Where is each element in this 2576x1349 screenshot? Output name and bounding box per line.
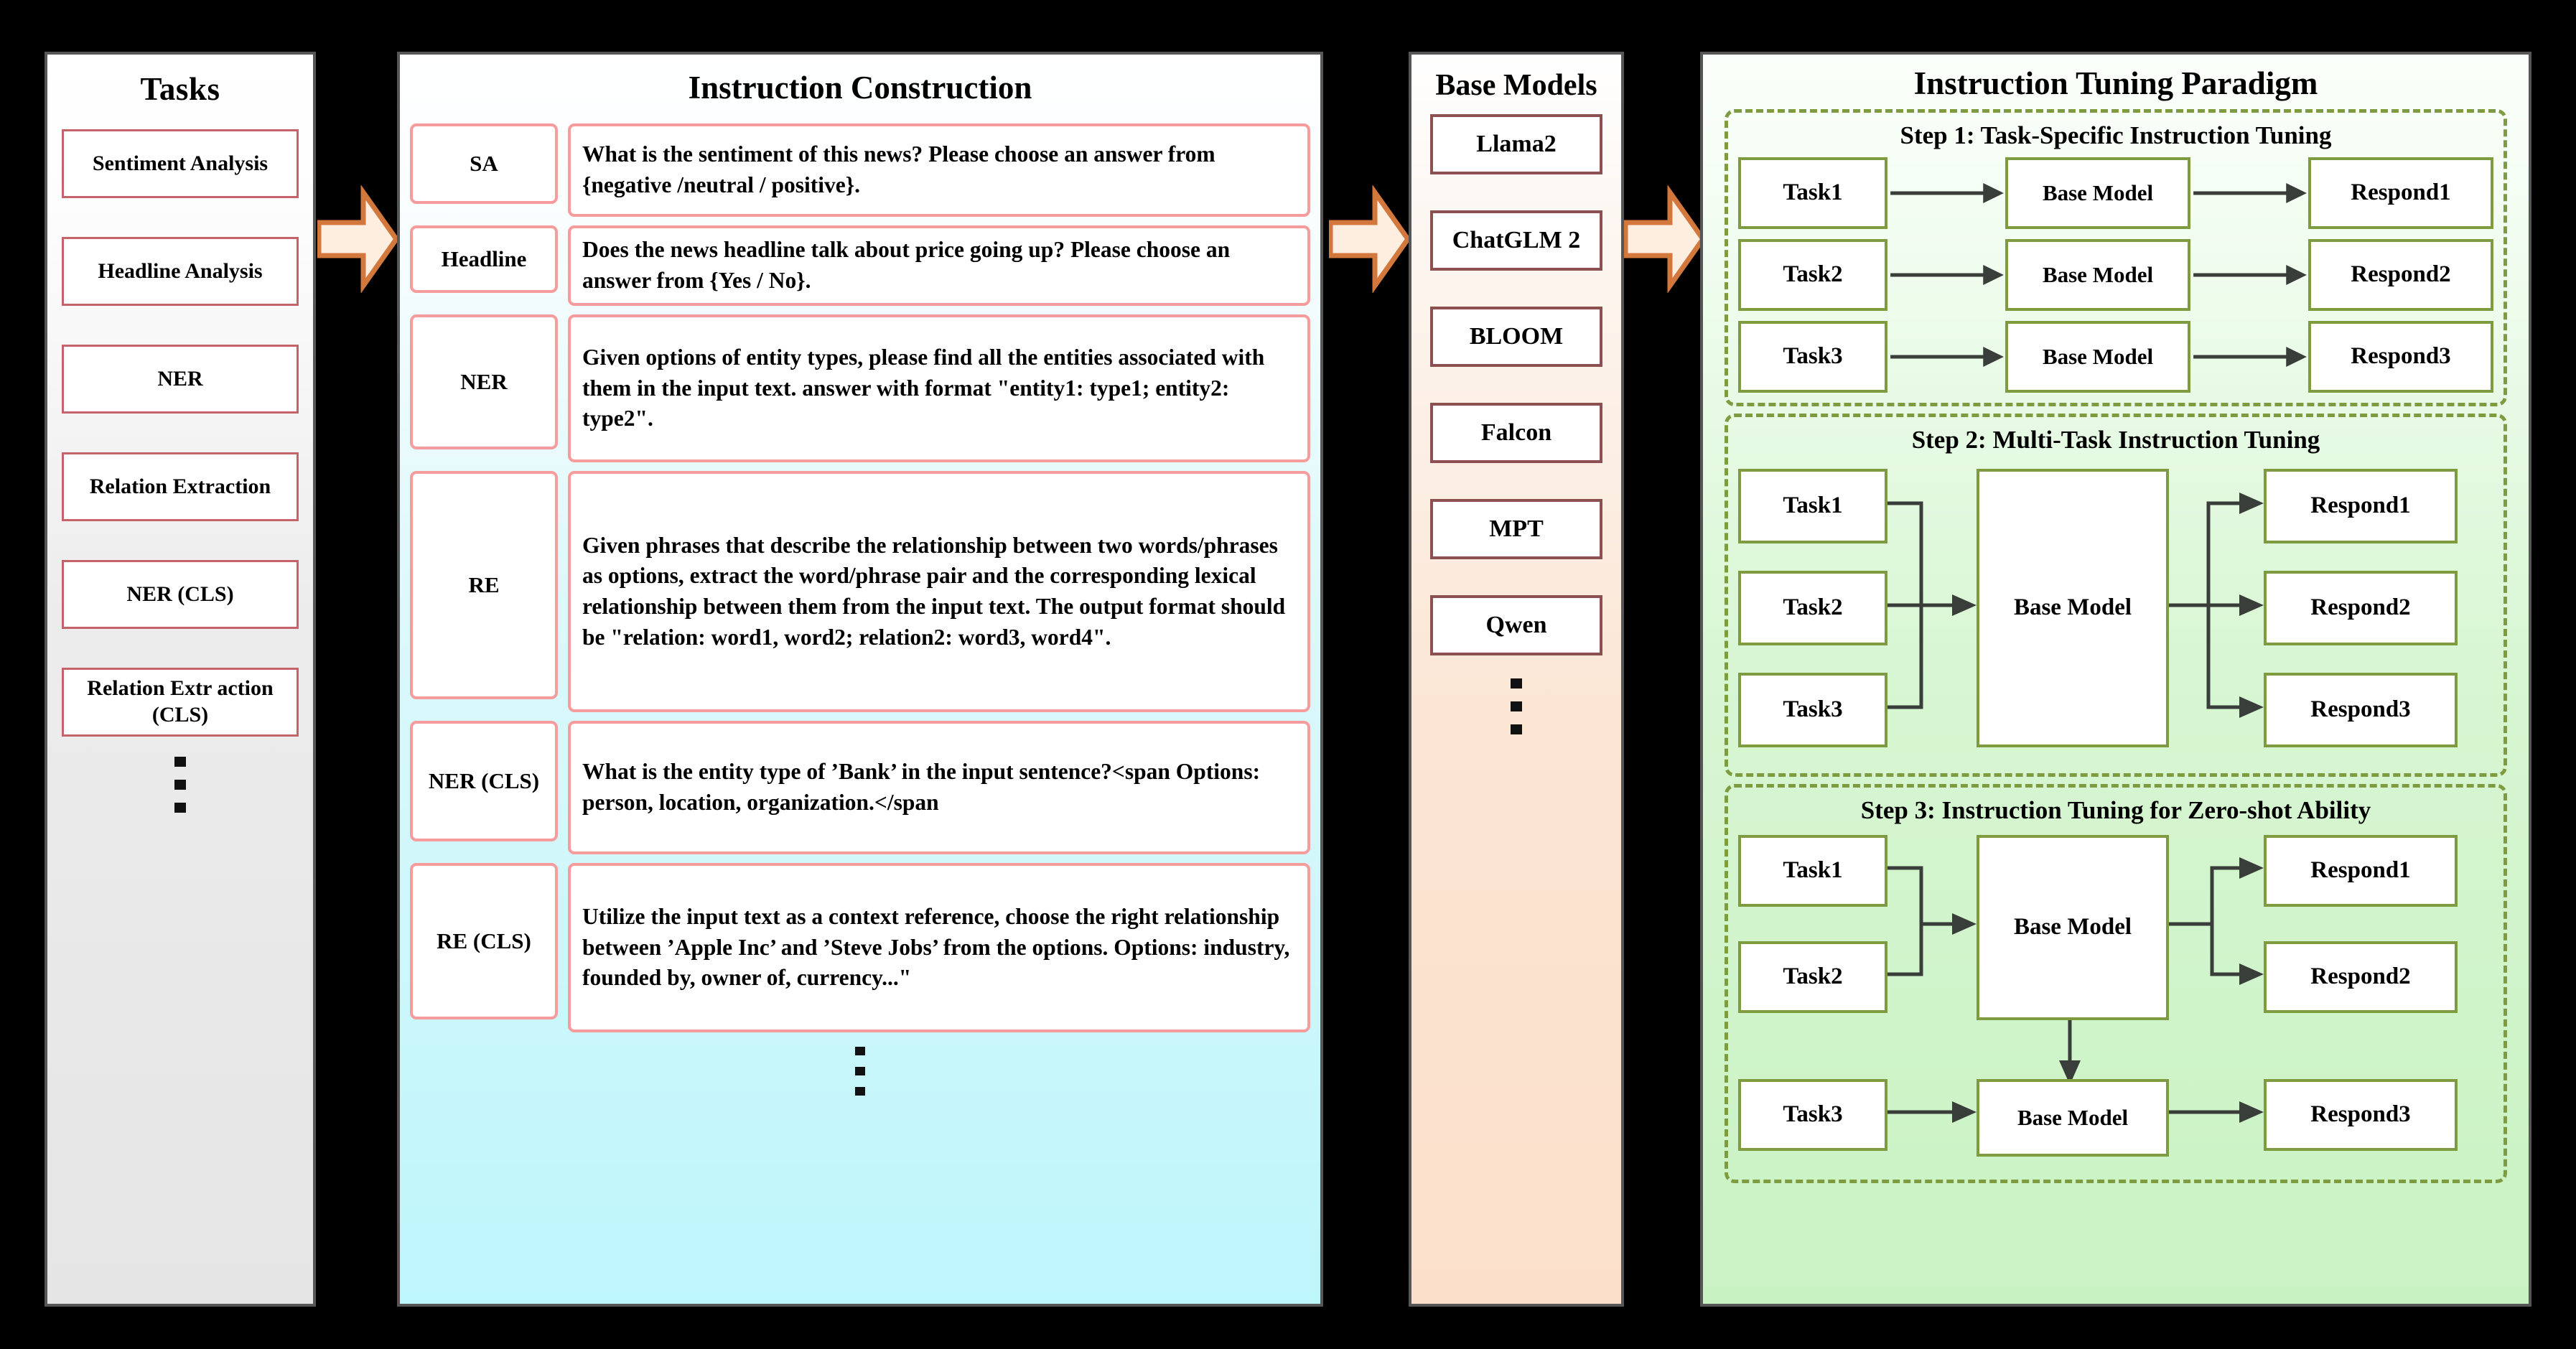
arrow-task1-to-model	[1887, 160, 2005, 226]
instruction-tuning-paradigm-panel: Instruction Tuning Paradigm Step 1: Task…	[1700, 52, 2531, 1307]
instruction-tag-ner[interactable]: NER	[410, 314, 558, 449]
base-model-item-qwen[interactable]: Qwen	[1430, 595, 1602, 656]
step3-respond1-box[interactable]: Respond1	[2264, 835, 2458, 907]
step-3-title: Step 3: Instruction Tuning for Zero-shot…	[1860, 796, 2371, 824]
base-models-title: Base Models	[1435, 69, 1597, 102]
instruction-text-ner: Given options of entity types, please fi…	[568, 314, 1310, 462]
step1-base-model-1-box[interactable]: Base Model	[2005, 157, 2190, 229]
step2-respond3-box[interactable]: Respond3	[2264, 673, 2458, 747]
step3-respond3-box[interactable]: Respond3	[2264, 1079, 2458, 1151]
step-1-row: Task3 Base Model Respond3	[1738, 321, 2493, 393]
step2-task1-box[interactable]: Task1	[1738, 469, 1887, 543]
step-2-flow: Task1 Task2 Task3 Base Model Respond1 Re…	[1738, 462, 2493, 763]
step1-respond1-box[interactable]: Respond1	[2308, 157, 2493, 229]
tasks-panel: Tasks Sentiment Analysis Headline Analys…	[45, 52, 316, 1307]
step2-task3-box[interactable]: Task3	[1738, 673, 1887, 747]
step3-respond2-box[interactable]: Respond2	[2264, 941, 2458, 1013]
step2-base-model-box[interactable]: Base Model	[1977, 469, 2169, 747]
flow-arrow-instruction-to-models	[1329, 185, 1409, 293]
instruction-row: SA What is the sentiment of this news? P…	[410, 123, 1310, 217]
task-item-ner[interactable]: NER	[62, 345, 299, 414]
task-item-relation-extraction-cls[interactable]: Relation Extr action (CLS)	[62, 668, 299, 737]
step1-respond2-box[interactable]: Respond2	[2308, 239, 2493, 311]
task-item-sentiment-analysis[interactable]: Sentiment Analysis	[62, 129, 299, 198]
step1-base-model-2-box[interactable]: Base Model	[2005, 239, 2190, 311]
instruction-text-headline: Does the news headline talk about price …	[568, 225, 1310, 306]
step-3-flow: Task1 Task2 Task3 Base Model Base Model …	[1738, 832, 2493, 1170]
task-item-relation-extraction[interactable]: Relation Extraction	[62, 452, 299, 521]
base-model-item-falcon[interactable]: Falcon	[1430, 403, 1602, 464]
step-2-title: Step 2: Multi-Task Instruction Tuning	[1911, 426, 2320, 454]
instruction-text-ner-cls: What is the entity type of ’Bank’ in the…	[568, 721, 1310, 854]
tasks-panel-title: Tasks	[140, 71, 220, 107]
instruction-row: Headline Does the news headline talk abo…	[410, 225, 1310, 306]
arrow-model-to-respond1	[2190, 160, 2308, 226]
vertical-ellipsis-icon	[1507, 677, 1526, 739]
base-model-item-mpt[interactable]: MPT	[1430, 499, 1602, 560]
instruction-text-sa: What is the sentiment of this news? Plea…	[568, 123, 1310, 217]
instruction-tag-ner-cls[interactable]: NER (CLS)	[410, 721, 558, 841]
step2-respond1-box[interactable]: Respond1	[2264, 469, 2458, 543]
instruction-row: NER (CLS) What is the entity type of ’Ba…	[410, 721, 1310, 854]
step2-task2-box[interactable]: Task2	[1738, 571, 1887, 645]
instruction-construction-title: Instruction Construction	[688, 70, 1032, 106]
instruction-row: NER Given options of entity types, pleas…	[410, 314, 1310, 462]
task-item-headline-analysis[interactable]: Headline Analysis	[62, 237, 299, 306]
base-model-item-chatglm2[interactable]: ChatGLM 2	[1430, 210, 1602, 271]
step1-respond3-box[interactable]: Respond3	[2308, 321, 2493, 393]
instruction-tag-headline[interactable]: Headline	[410, 225, 558, 293]
instruction-tag-re-cls[interactable]: RE (CLS)	[410, 863, 558, 1019]
instruction-tag-sa[interactable]: SA	[410, 123, 558, 204]
step3-task3-box[interactable]: Task3	[1738, 1079, 1887, 1151]
step1-task2-box[interactable]: Task2	[1738, 239, 1887, 311]
instruction-row: RE Given phrases that describe the relat…	[410, 471, 1310, 712]
step1-task3-box[interactable]: Task3	[1738, 321, 1887, 393]
vertical-ellipsis-icon	[400, 1045, 1320, 1098]
vertical-ellipsis-icon	[171, 755, 190, 817]
instruction-text-re: Given phrases that describe the relation…	[568, 471, 1310, 712]
flow-arrow-models-to-paradigm	[1624, 185, 1704, 293]
instruction-text-re-cls: Utilize the input text as a context refe…	[568, 863, 1310, 1032]
instruction-tag-re[interactable]: RE	[410, 471, 558, 699]
step-1-row: Task2 Base Model Respond2	[1738, 239, 2493, 311]
step-3-container: Step 3: Instruction Tuning for Zero-shot…	[1725, 784, 2507, 1183]
step-1-container: Step 1: Task-Specific Instruction Tuning…	[1725, 109, 2507, 406]
step3-base-model-1-box[interactable]: Base Model	[1977, 835, 2169, 1020]
base-model-item-bloom[interactable]: BLOOM	[1430, 307, 1602, 368]
arrow-model-to-respond3	[2190, 324, 2308, 390]
flow-arrow-tasks-to-instruction	[317, 185, 398, 293]
step2-respond2-box[interactable]: Respond2	[2264, 571, 2458, 645]
instruction-construction-panel: Instruction Construction SA What is the …	[397, 52, 1323, 1307]
step-1-row: Task1 Base Model Respond1	[1738, 157, 2493, 229]
step1-base-model-3-box[interactable]: Base Model	[2005, 321, 2190, 393]
step-1-title: Step 1: Task-Specific Instruction Tuning	[1900, 121, 2332, 149]
step-2-container: Step 2: Multi-Task Instruction Tuning Ta…	[1725, 414, 2507, 777]
base-models-list: Llama2 ChatGLM 2 BLOOM Falcon MPT Qwen	[1411, 114, 1621, 739]
base-model-item-llama2[interactable]: Llama2	[1430, 114, 1602, 175]
task-item-ner-cls[interactable]: NER (CLS)	[62, 560, 299, 629]
instruction-row: RE (CLS) Utilize the input text as a con…	[410, 863, 1310, 1032]
instruction-rows: SA What is the sentiment of this news? P…	[400, 123, 1320, 1032]
step3-task2-box[interactable]: Task2	[1738, 941, 1887, 1013]
arrow-task3-to-model	[1887, 324, 2005, 390]
base-models-panel: Base Models Llama2 ChatGLM 2 BLOOM Falco…	[1409, 52, 1624, 1307]
instruction-tuning-paradigm-title: Instruction Tuning Paradigm	[1913, 65, 2318, 101]
arrow-task2-to-model	[1887, 242, 2005, 308]
step3-base-model-2-box[interactable]: Base Model	[1977, 1079, 2169, 1157]
step3-task1-box[interactable]: Task1	[1738, 835, 1887, 907]
tasks-list: Sentiment Analysis Headline Analysis NER…	[47, 129, 313, 817]
arrow-model-to-respond2	[2190, 242, 2308, 308]
step1-task1-box[interactable]: Task1	[1738, 157, 1887, 229]
